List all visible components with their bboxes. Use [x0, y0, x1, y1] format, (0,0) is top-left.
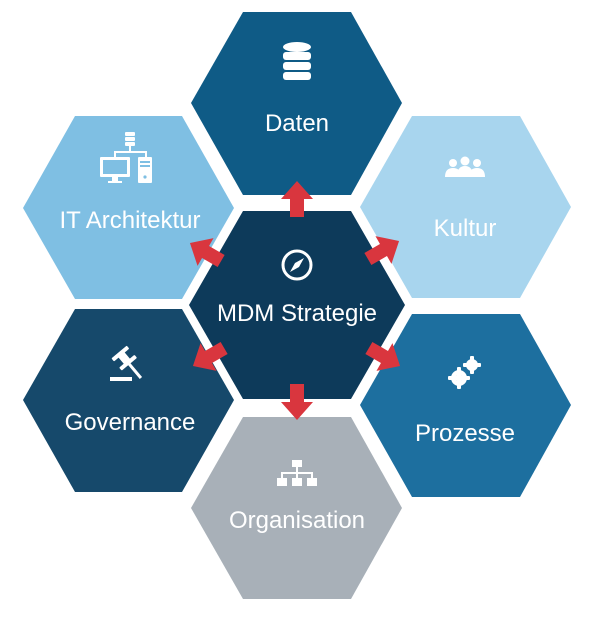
people-group-icon [445, 156, 485, 177]
hex-kultur: Kultur [360, 116, 571, 298]
compass-icon [281, 249, 313, 281]
hex-organisation-shape [191, 417, 402, 599]
hex-governance: Governance [23, 309, 234, 492]
hex-organisation-label: Organisation [229, 507, 365, 534]
hex-center-label: MDM Strategie [217, 300, 377, 327]
hex-it-architektur-shape [23, 116, 234, 299]
hex-daten-label: Daten [265, 110, 329, 137]
hex-daten-shape [191, 12, 402, 195]
computer-network-icon [100, 132, 152, 183]
hex-kultur-shape [360, 116, 571, 298]
gavel-icon [110, 345, 143, 381]
hex-organisation: Organisation [191, 417, 402, 599]
hex-kultur-label: Kultur [434, 215, 497, 242]
hex-prozesse-shape [360, 314, 571, 497]
hex-center-shape [189, 211, 405, 399]
hex-daten: Daten [191, 12, 402, 195]
hex-it-architektur-label: IT Architektur [60, 207, 201, 234]
org-chart-icon [277, 460, 317, 486]
hex-governance-shape [23, 309, 234, 492]
hex-prozesse: Prozesse [360, 314, 571, 497]
hex-it-architektur: IT Architektur [23, 116, 234, 299]
hex-prozesse-label: Prozesse [415, 420, 515, 447]
hex-governance-label: Governance [65, 409, 196, 436]
hex-center-mdm-strategie: MDM Strategie [189, 211, 405, 399]
database-icon [283, 42, 311, 80]
gears-icon [448, 356, 481, 389]
